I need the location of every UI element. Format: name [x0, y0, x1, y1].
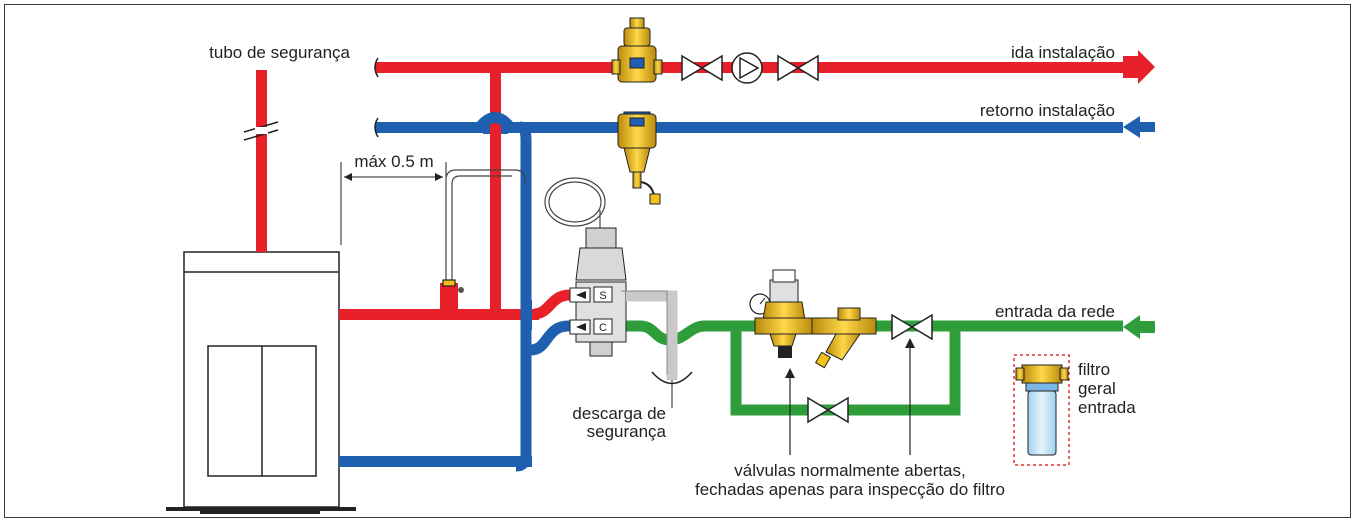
mains-inlet-arrow-icon [1123, 315, 1155, 339]
circulation-pump [731, 52, 763, 84]
filter-label-2: geral [1078, 379, 1116, 398]
thermostatic-mixing-valve [569, 227, 627, 357]
safety-pipe [243, 70, 279, 252]
main-inlet-filter [1013, 354, 1070, 466]
mains-inlet-label: entrada da rede [994, 302, 1115, 321]
filter-label-3: entrada [1078, 398, 1136, 417]
boiler [166, 251, 356, 514]
filter-label-1: filtro [1078, 360, 1111, 379]
valve-port-c: C [599, 322, 607, 334]
air-separator [611, 17, 663, 83]
pressure-reducing-valve [749, 269, 814, 358]
valves-note-line-1: válvulas normalmente abertas, [734, 461, 966, 480]
note-pointer-arrows [785, 338, 915, 455]
mains-filter-valve [811, 307, 877, 369]
max-distance-label: máx 0.5 m [354, 152, 434, 171]
diagram-frame [4, 4, 1351, 518]
return-label: retorno instalação [979, 101, 1115, 120]
supply-isolation-valve-2 [777, 54, 819, 82]
valve-port-s: S [599, 290, 606, 302]
supply-isolation-valve-1 [681, 54, 723, 82]
safety-pipe-label: tubo de segurança [209, 43, 350, 62]
return-pipe [339, 112, 1123, 472]
return-arrow-icon [1123, 116, 1155, 138]
valves-note-line-2: fechadas apenas para inspecção do filtro [695, 480, 1005, 499]
supply-pipe [339, 57, 1123, 320]
dirt-separator [617, 111, 661, 205]
supply-label: ida instalação [1011, 43, 1115, 62]
supply-arrow-icon [1123, 50, 1155, 84]
bypass-valve [807, 396, 849, 424]
max-distance-dimension [340, 162, 447, 245]
safety-discharge-pipe [621, 290, 693, 408]
mains-isolation-valve [891, 313, 933, 341]
safety-discharge-label-1: descarga de [572, 404, 666, 423]
capillary-sensor [440, 169, 606, 309]
safety-discharge-label-2: segurança [586, 422, 666, 441]
